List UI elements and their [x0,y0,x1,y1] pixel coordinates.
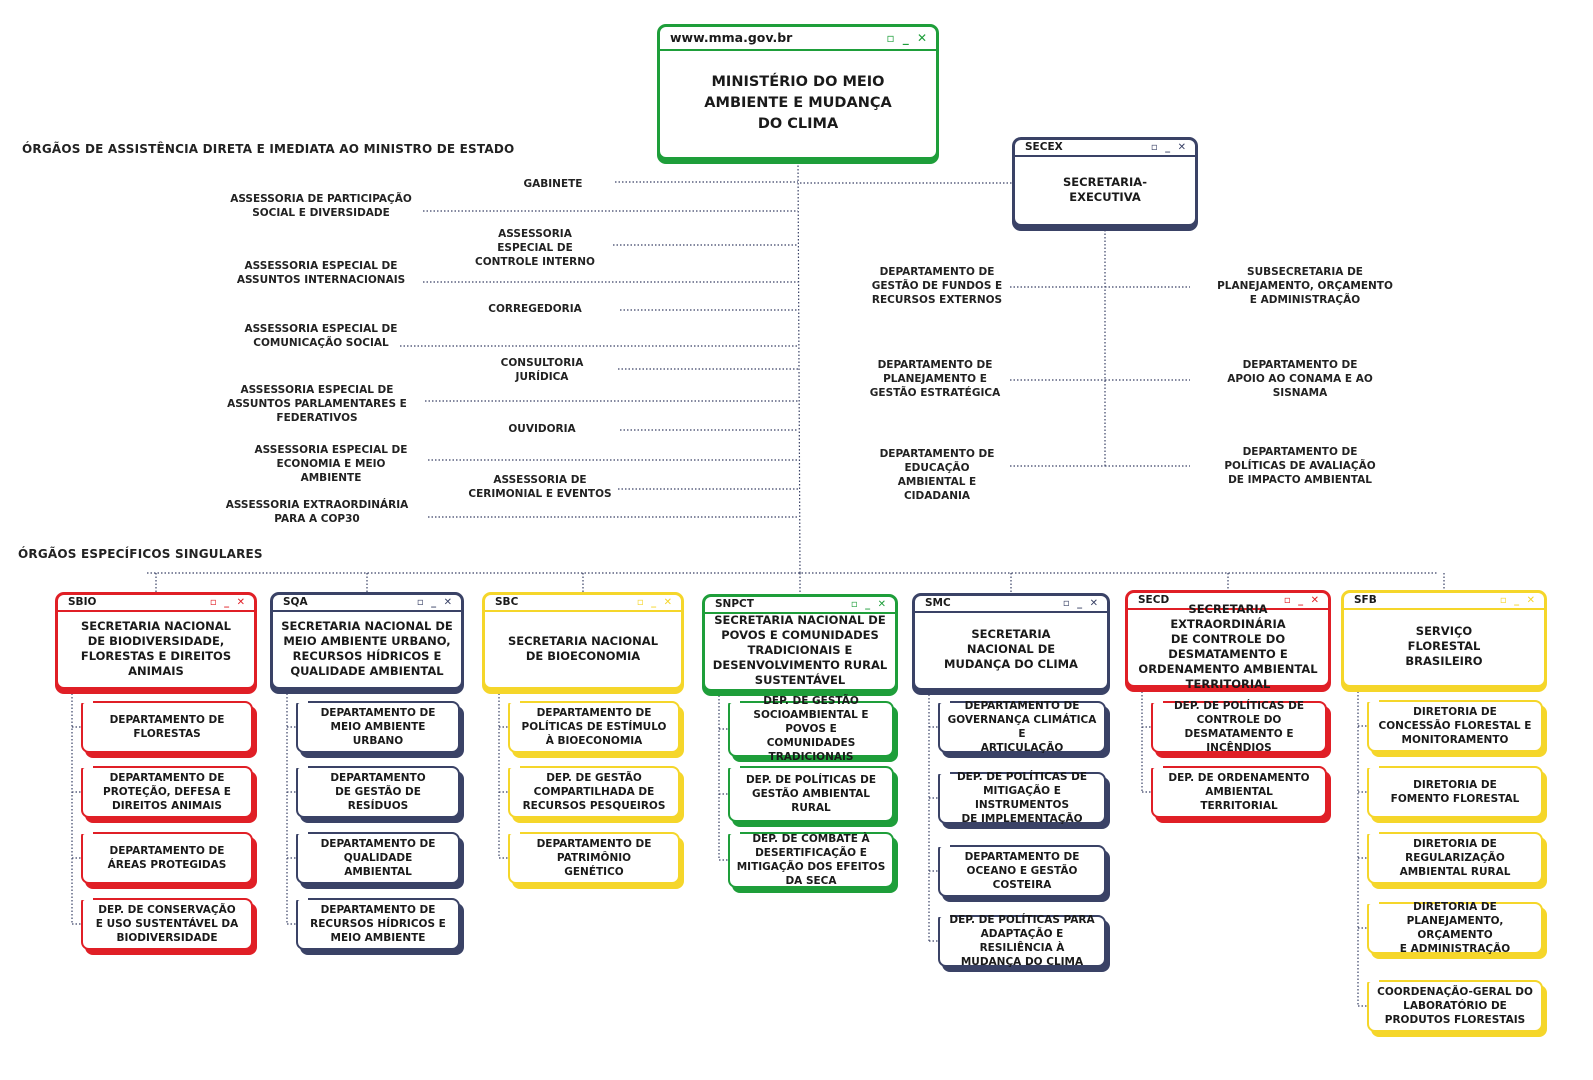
department-box: DEPARTAMENTO DE POLÍTICAS DE ESTÍMULO À … [508,701,680,753]
window-controls-icon: ▫ _ ✕ [1062,598,1100,609]
direct-center-label: CORREGEDORIA [488,303,582,315]
secretaria-code: SQA [283,596,308,608]
department-box: DEP. DE POLÍTICAS PARA ADAPTAÇÃO E RESIL… [938,914,1106,968]
secretaria-code: SBIO [68,596,97,608]
secretaria-title: SECRETARIA NACIONAL DE MEIO AMBIENTE URB… [281,618,453,678]
direct-left-label: ASSESSORIA DE PARTICIPAÇÃO SOCIAL E DIVE… [230,193,412,219]
department-box: DEPARTAMENTO DE OCEANO E GESTÃO COSTEIRA [938,845,1106,897]
secex-right-department: DEPARTAMENTO DE POLÍTICAS DE AVALIAÇÃO D… [1224,446,1376,486]
direct-left-label: ASSESSORIA ESPECIAL DE COMUNICAÇÃO SOCIA… [244,323,398,349]
department-box: DEP. DE ORDENAMENTO AMBIENTAL TERRITORIA… [1151,766,1327,818]
window-title-bar: www.mma.gov.br ▫ _ ✕ [660,27,936,51]
secretaria-code: SFB [1354,594,1377,606]
department-box: DEP. DE POLÍTICAS DE CONTROLE DO DESMATA… [1151,700,1327,754]
window-title-bar: SECD ▫ _ ✕ [1128,593,1328,610]
secex-right-department: SUBSECRETARIA DE PLANEJAMENTO, ORÇAMENTO… [1217,266,1393,306]
department-box: DEPARTAMENTO DE MEIO AMBIENTE URBANO [296,701,460,753]
secex-right-department: DEPARTAMENTO DE APOIO AO CONAMA E AO SIS… [1227,359,1373,399]
department-box: DEP. DE POLÍTICAS DE GESTÃO AMBIENTAL RU… [728,766,894,822]
department-box: DIRETORIA DE FOMENTO FLORESTAL [1367,766,1543,818]
connector-line [797,161,801,576]
direct-center-label: ASSESSORIA ESPECIAL DE CONTROLE INTERNO [475,228,595,268]
secretaria-title: SERVIÇO FLORESTAL BRASILEIRO [1405,624,1483,668]
direct-center-label: OUVIDORIA [508,423,576,435]
window-controls-icon: ▫ _ ✕ [209,597,247,608]
secretaria-window-sfb: SFB ▫ _ ✕ SERVIÇO FLORESTAL BRASILEIRO [1341,590,1547,688]
ministry-window: www.mma.gov.br ▫ _ ✕ MINISTÉRIO DO MEIO … [657,24,939,160]
secretaria-title: SECRETARIA NACIONAL DE MUDANÇA DO CLIMA [944,627,1078,671]
window-controls-icon: ▫ _ ✕ [416,597,454,608]
window-controls-icon: ▫ _ ✕ [636,597,674,608]
secretaria-window-sbc: SBC ▫ _ ✕ SECRETARIA NACIONAL DE BIOECON… [482,592,684,690]
window-controls-icon: ▫ _ ✕ [1499,595,1537,606]
direct-left-label: ASSESSORIA ESPECIAL DE ECONOMIA E MEIO A… [254,444,408,484]
window-controls-icon: ▫ _ ✕ [850,599,888,610]
department-box: DEPARTAMENTO DE FLORESTAS [81,701,253,753]
secex-left-department: DEPARTAMENTO DE EDUCAÇÃO AMBIENTAL E CID… [879,448,995,502]
secretaria-window-sbio: SBIO ▫ _ ✕ SECRETARIA NACIONAL DE BIODIV… [55,592,257,690]
secretaria-window-snpct: SNPCT ▫ _ ✕ SECRETARIA NACIONAL DE POVOS… [702,594,898,692]
department-box: COORDENAÇÃO-GERAL DO LABORATÓRIO DE PROD… [1367,980,1543,1032]
department-box: DEPARTAMENTO DE PATRIMÔNIO GENÉTICO [508,832,680,884]
department-box: DEPARTAMENTO DE ÁREAS PROTEGIDAS [81,832,253,884]
ministry-title: MINISTÉRIO DO MEIO AMBIENTE E MUDANÇA DO… [704,73,892,132]
ministry-url[interactable]: www.mma.gov.br [670,30,793,45]
secex-title: SECRETARIA- EXECUTIVA [1063,174,1147,204]
direct-left-label: ASSESSORIA EXTRAORDINÁRIA PARA A COP30 [225,499,409,525]
window-controls-icon: ▫ _ ✕ [886,31,929,45]
department-box: DIRETORIA DE PLANEJAMENTO, ORÇAMENTO E A… [1367,901,1543,955]
direct-left-label: ASSESSORIA ESPECIAL DE ASSUNTOS INTERNAC… [236,260,406,286]
department-box: DEPARTAMENTO DE GESTÃO DE RESÍDUOS [296,766,460,818]
window-title-bar: SBIO ▫ _ ✕ [58,595,254,612]
department-box: DIRETORIA DE REGULARIZAÇÃO AMBIENTAL RUR… [1367,832,1543,884]
direct-center-label: CONSULTORIA JURÍDICA [500,357,584,383]
direct-center-label: GABINETE [523,178,583,190]
section-title-specific: ÓRGÃOS ESPECÍFICOS SINGULARES [18,547,263,561]
secretaria-code: SNPCT [715,598,754,610]
department-box: DEPARTAMENTO DE QUALIDADE AMBIENTAL [296,832,460,884]
secretaria-title: SECRETARIA NACIONAL DE BIOECONOMIA [507,633,659,663]
section-title-direct: ÓRGÃOS DE ASSISTÊNCIA DIRETA E IMEDIATA … [22,142,515,156]
department-box: DEPARTAMENTO DE GOVERNANÇA CLIMÁTICA E A… [938,700,1106,754]
secex-left-department: DEPARTAMENTO DE GESTÃO DE FUNDOS E RECUR… [871,266,1003,306]
secretaria-title: SECRETARIA NACIONAL DE BIODIVERSIDADE, F… [80,618,232,678]
secretaria-window-sqa: SQA ▫ _ ✕ SECRETARIA NACIONAL DE MEIO AM… [270,592,464,690]
secretaria-code: SECD [1138,594,1170,606]
window-title-bar: SECEX ▫ _ ✕ [1015,140,1195,157]
department-box: DEPARTAMENTO DE PROTEÇÃO, DEFESA E DIREI… [81,766,253,818]
secretaria-window-smc: SMC ▫ _ ✕ SECRETARIA NACIONAL DE MUDANÇA… [912,593,1110,691]
window-title-bar: SQA ▫ _ ✕ [273,595,461,612]
direct-center-label: ASSESSORIA DE CERIMONIAL E EVENTOS [468,474,612,500]
window-controls-icon: ▫ _ ✕ [1283,595,1321,606]
department-box: DEP. DE COMBATE À DESERTIFICAÇÃO E MITIG… [728,832,894,888]
department-box: DEP. DE GESTÃO COMPARTILHADA DE RECURSOS… [508,766,680,818]
window-controls-icon: ▫ _ ✕ [1150,142,1188,153]
department-box: DEP. DE POLÍTICAS DE MITIGAÇÃO E INSTRUM… [938,771,1106,825]
window-title-bar: SNPCT ▫ _ ✕ [705,597,895,614]
window-title-bar: SBC ▫ _ ✕ [485,595,681,612]
direct-left-label: ASSESSORIA ESPECIAL DE ASSUNTOS PARLAMEN… [227,384,407,424]
secex-left-department: DEPARTAMENTO DE PLANEJAMENTO E GESTÃO ES… [869,359,1001,399]
secex-code: SECEX [1025,141,1063,153]
window-title-bar: SMC ▫ _ ✕ [915,596,1107,613]
department-box: DEP. DE GESTÃO SOCIOAMBIENTAL E POVOS E … [728,695,894,763]
department-box: DIRETORIA DE CONCESSÃO FLORESTAL E MONIT… [1367,700,1543,752]
secretaria-window-secd: SECD ▫ _ ✕ SECRETARIA EXTRAORDINÁRIA DE … [1125,590,1331,691]
department-box: DEP. DE CONSERVAÇÃO E USO SUSTENTÁVEL DA… [81,898,253,950]
secretaria-code: SBC [495,596,519,608]
secretaria-title: SECRETARIA EXTRAORDINÁRIA DE CONTROLE DO… [1138,601,1318,691]
window-title-bar: SFB ▫ _ ✕ [1344,593,1544,610]
secretaria-title: SECRETARIA NACIONAL DE POVOS E COMUNIDAD… [712,613,888,687]
secretaria-code: SMC [925,597,951,609]
secex-window: SECEX ▫ _ ✕ SECRETARIA- EXECUTIVA [1012,137,1198,227]
department-box: DEPARTAMENTO DE RECURSOS HÍDRICOS E MEIO… [296,898,460,950]
